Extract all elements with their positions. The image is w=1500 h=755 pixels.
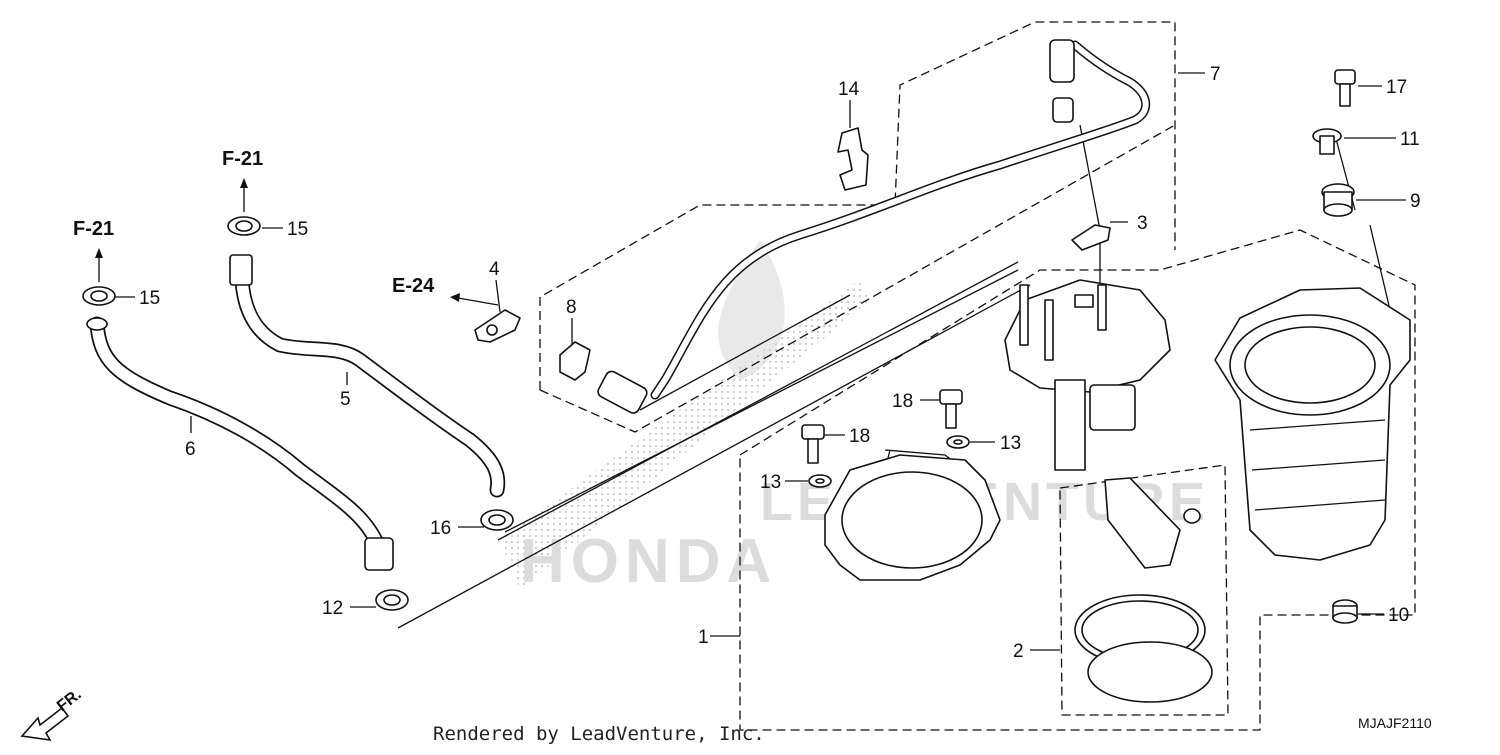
grommet-10[interactable] xyxy=(1332,599,1358,624)
callout-6: 6 xyxy=(185,439,196,460)
callout-14: 14 xyxy=(838,79,860,100)
ref-f21-top[interactable]: F-21 xyxy=(222,148,263,170)
callout-11: 11 xyxy=(1400,129,1420,150)
callout-13-right: 13 xyxy=(1000,433,1021,454)
mounting-plate[interactable] xyxy=(824,454,1001,581)
clamp-15-top[interactable] xyxy=(227,216,261,236)
ref-e24[interactable]: E-24 xyxy=(392,275,435,297)
callout-18-right: 18 xyxy=(892,391,913,412)
callout-13-left: 13 xyxy=(760,472,781,493)
callout-leaders xyxy=(95,72,1406,651)
credit-text: Rendered by LeadVenture, Inc. xyxy=(433,723,765,745)
clip-3[interactable] xyxy=(1071,224,1111,251)
front-direction-marker: FR. xyxy=(20,686,85,742)
fuel-strainer[interactable] xyxy=(1214,287,1411,561)
callout-7: 7 xyxy=(1210,64,1221,85)
callout-15-left: 15 xyxy=(139,288,160,309)
hose-6[interactable] xyxy=(86,316,394,571)
clip-14[interactable] xyxy=(837,127,869,191)
washer-13-left[interactable] xyxy=(808,474,832,488)
callout-17: 17 xyxy=(1386,77,1407,98)
clip-8[interactable] xyxy=(559,341,591,381)
callout-15-top: 15 xyxy=(287,219,308,240)
clamp-15-left[interactable] xyxy=(82,286,116,306)
fuel-pump-cover[interactable] xyxy=(1004,279,1171,471)
clip-4[interactable] xyxy=(474,309,521,343)
bolt-18-right[interactable] xyxy=(939,389,963,429)
callout-5: 5 xyxy=(340,389,351,410)
reference-labels: F-21 F-21 E-24 xyxy=(73,148,435,297)
leader-lines xyxy=(397,124,1391,629)
bolt-18-left[interactable] xyxy=(801,424,825,464)
clamp-12[interactable] xyxy=(375,589,409,611)
callout-4: 4 xyxy=(489,259,500,280)
bolt-17[interactable] xyxy=(1334,69,1356,107)
callout-16: 16 xyxy=(430,518,451,539)
packing-kit-2[interactable] xyxy=(1074,477,1213,703)
collar-11[interactable] xyxy=(1312,128,1342,155)
callout-1: 1 xyxy=(698,627,709,648)
callout-8: 8 xyxy=(566,297,577,318)
callout-9: 9 xyxy=(1410,191,1421,212)
callout-3: 3 xyxy=(1137,213,1148,234)
hose-5[interactable] xyxy=(229,254,506,498)
callout-18-left: 18 xyxy=(849,426,870,447)
diagram-code: MJAJF2110 xyxy=(1358,715,1432,731)
grommet-9[interactable] xyxy=(1321,183,1355,217)
callout-12: 12 xyxy=(322,598,343,619)
washer-13-right[interactable] xyxy=(946,435,970,449)
callout-2: 2 xyxy=(1013,641,1024,662)
callout-10: 10 xyxy=(1388,605,1409,626)
callout-numbers: 1 2 3 4 5 6 7 8 9 10 11 12 13 13 14 15 1… xyxy=(139,64,1421,662)
fuel-tube-7[interactable] xyxy=(596,39,1151,415)
watermark-line2: HONDA xyxy=(520,527,777,596)
clamp-16[interactable] xyxy=(480,509,514,531)
ref-f21-left[interactable]: F-21 xyxy=(73,218,114,240)
